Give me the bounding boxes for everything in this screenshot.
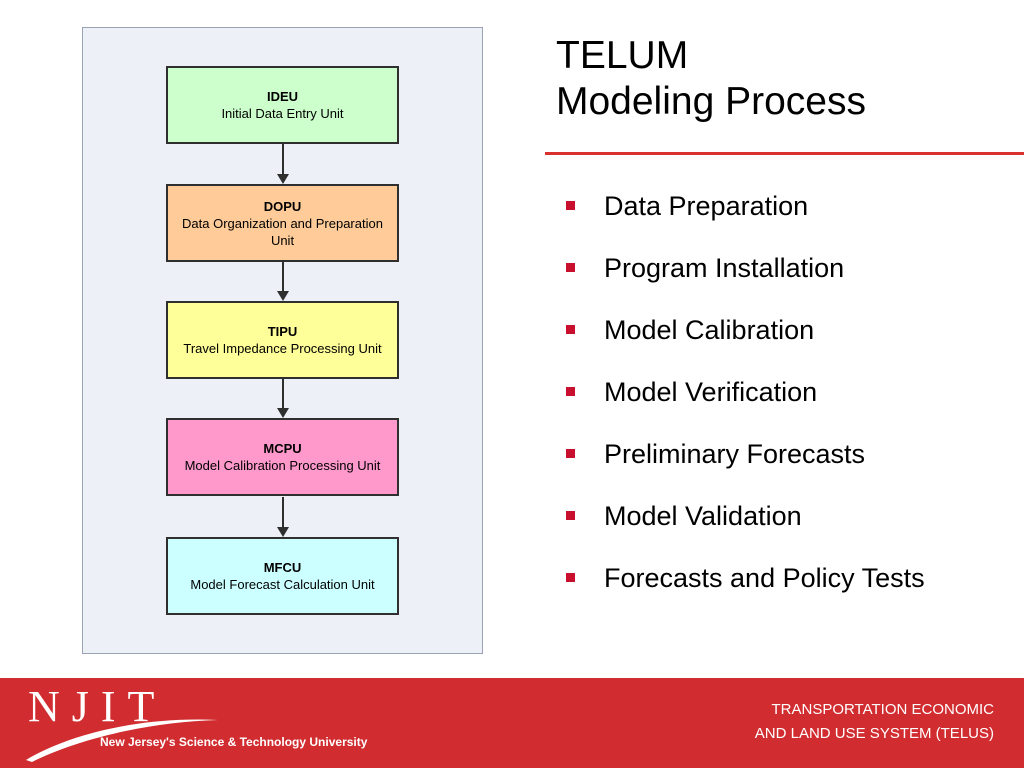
arrow-down-icon	[277, 291, 289, 301]
slide-title-line2: Modeling Process	[556, 80, 866, 123]
flow-box-mcpu: MCPU Model Calibration Processing Unit	[166, 418, 399, 496]
flow-connector	[282, 379, 284, 408]
square-bullet-icon	[566, 263, 575, 272]
arrow-down-icon	[277, 408, 289, 418]
footer-line2: AND LAND USE SYSTEM (TELUS)	[754, 725, 994, 742]
flow-connector	[282, 144, 284, 174]
flow-box-desc: Model Forecast Calculation Unit	[190, 577, 375, 592]
flow-box-abbr: DOPU	[263, 198, 302, 214]
square-bullet-icon	[566, 387, 575, 396]
square-bullet-icon	[566, 573, 575, 582]
flow-box-abbr: IDEU	[266, 89, 299, 104]
arrow-down-icon	[277, 527, 289, 537]
footer-caption: TRANSPORTATION ECONOMIC AND LAND USE SYS…	[755, 698, 994, 746]
square-bullet-icon	[566, 511, 575, 520]
flow-box-desc: Initial Data Entry Unit	[221, 106, 344, 121]
flow-box-abbr: MCPU	[263, 441, 302, 456]
swoosh-icon	[26, 719, 218, 762]
logo-letters: NJIT	[28, 682, 167, 731]
flow-connector	[282, 262, 284, 291]
flow-box-mfcu: MFCU Model Forecast Calculation Unit	[166, 537, 399, 615]
title-divider	[545, 152, 1024, 155]
flow-box-abbr: TIPU	[267, 324, 298, 339]
flow-connector	[282, 497, 284, 527]
bullet-text: Data Preparation	[604, 191, 809, 221]
flow-box-desc: Travel Impedance Processing Unit	[183, 341, 382, 356]
bullet-text: Model Verification	[604, 377, 818, 407]
slide-title-line1: TELUM	[556, 34, 689, 77]
flow-box-tipu: TIPU Travel Impedance Processing Unit	[166, 301, 399, 379]
bullet-text: Preliminary Forecasts	[604, 439, 866, 469]
flow-box-dopu: DOPU Data Organization and Preparation U…	[166, 184, 399, 262]
bullet-text: Forecasts and Policy Tests	[604, 563, 925, 593]
footer-bar: NJIT New Jersey's Science & Technology U…	[0, 678, 1024, 768]
logo-tagline: New Jersey's Science & Technology Univer…	[100, 735, 368, 749]
square-bullet-icon	[566, 201, 575, 210]
flow-box-desc: Data Organization and Preparation Unit	[182, 215, 383, 248]
square-bullet-icon	[566, 325, 575, 334]
arrow-down-icon	[277, 174, 289, 184]
slide-title: TELUM Modeling Process	[556, 33, 866, 125]
flow-box-ideu: IDEU Initial Data Entry Unit	[166, 66, 399, 144]
bullet-text: Model Validation	[604, 501, 802, 531]
njit-logo: NJIT New Jersey's Science & Technology U…	[22, 678, 382, 768]
bullet-text: Program Installation	[604, 253, 845, 283]
footer-line1: TRANSPORTATION ECONOMIC	[771, 701, 994, 718]
bullet-text: Model Calibration	[604, 315, 815, 345]
square-bullet-icon	[566, 449, 575, 458]
flow-box-abbr: MFCU	[263, 560, 302, 575]
flow-box-desc: Model Calibration Processing Unit	[184, 458, 381, 473]
